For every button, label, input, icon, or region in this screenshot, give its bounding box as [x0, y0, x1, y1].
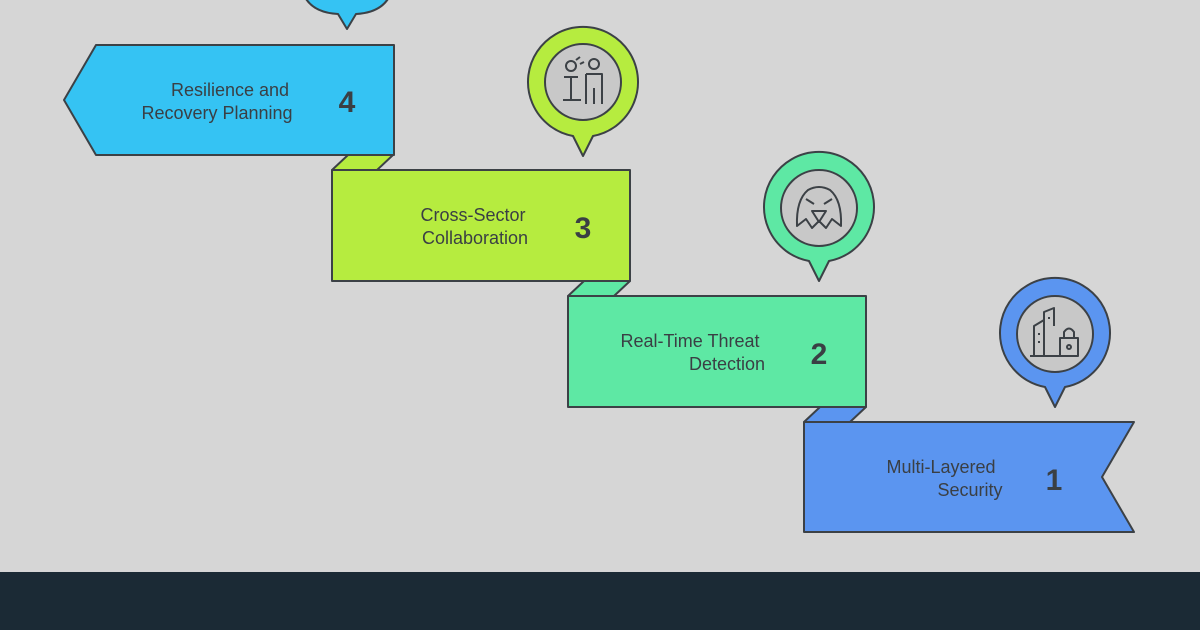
step-3-number: 3: [575, 212, 592, 245]
step-2-pin: [763, 151, 875, 282]
step-1-pin: [999, 277, 1111, 408]
step-3: Cross-Sector Collaboration 3: [331, 26, 639, 282]
people-collaboration-icon: [563, 56, 603, 104]
connector-tab-2-1: [803, 406, 867, 423]
connector-tab-4-3: [331, 154, 394, 171]
step-2-label-line1: Real-Time Threat: [620, 331, 759, 351]
step-2-number: 2: [811, 338, 828, 371]
step-1-label-line1: Multi-Layered: [886, 457, 995, 477]
step-4-number: 4: [339, 86, 356, 119]
step-3-banner: [331, 169, 631, 282]
step-4-banner: [63, 44, 395, 156]
step-2-label-line2: Detection: [689, 354, 765, 374]
step-3-label-line2: Collaboration: [422, 228, 528, 248]
footer-bar: [0, 572, 1200, 630]
step-1: Multi-Layered Security 1: [803, 277, 1135, 533]
step-2: Real-Time Threat Detection 2: [567, 151, 875, 408]
step-4-pin: [305, 0, 389, 30]
eagle-icon: [795, 186, 843, 229]
step-1-number: 1: [1046, 464, 1063, 497]
connector-tab-3-2: [567, 280, 631, 297]
step-1-banner: [803, 421, 1135, 533]
step-3-pin: [527, 26, 639, 157]
step-4: Resilience and Recovery Planning 4: [63, 0, 395, 156]
step-1-label-line2: Security: [937, 480, 1002, 500]
step-3-label-line1: Cross-Sector: [420, 205, 525, 225]
step-2-banner: [567, 295, 867, 408]
buildings-lock-icon: [1030, 307, 1079, 357]
step-4-label-line1: Resilience and: [171, 80, 289, 100]
step-4-label-line2: Recovery Planning: [141, 103, 292, 123]
